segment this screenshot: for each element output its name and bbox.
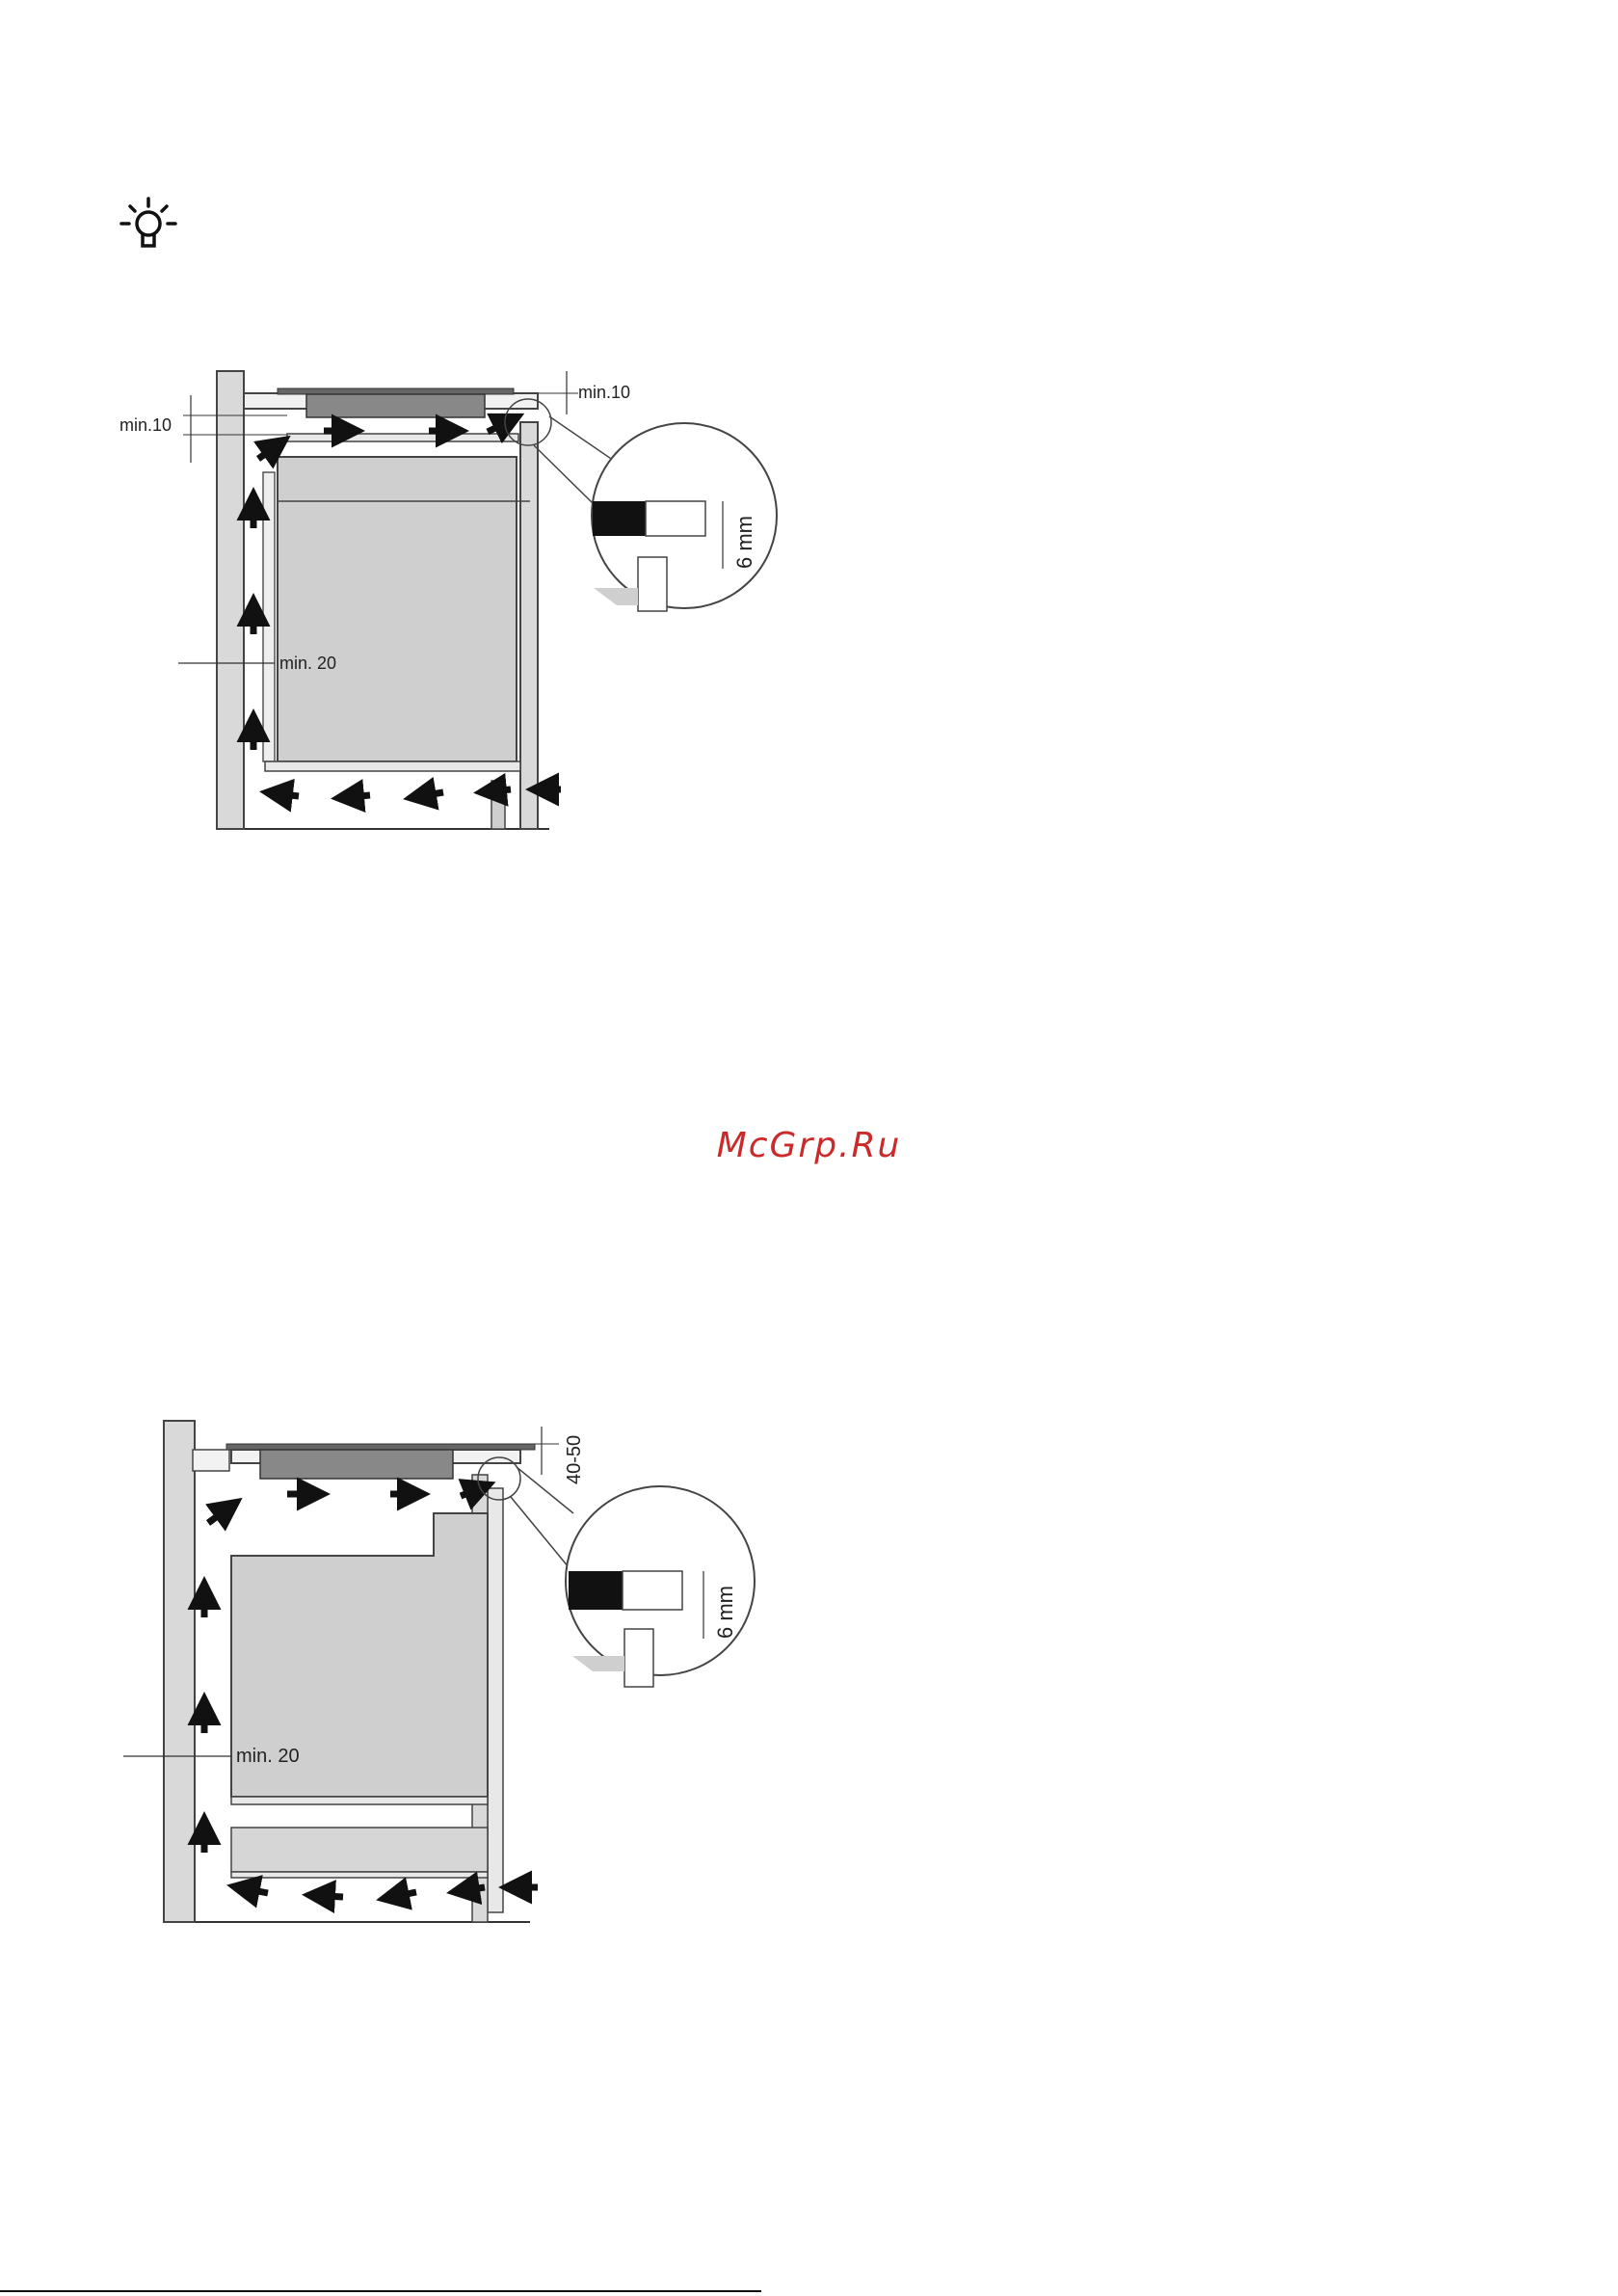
min10-right-label: min.10 xyxy=(578,383,630,402)
ventilation-diagram-drawer: 40-50 min. 20 6 mm xyxy=(106,1407,800,1947)
footer-rule xyxy=(0,2290,761,2292)
lightbulb-icon xyxy=(114,193,183,262)
min20-label-2: min. 20 xyxy=(236,1746,300,1767)
40-50-label: 40-50 xyxy=(564,1435,585,1484)
watermark: McGrp.Ru xyxy=(0,1126,1618,1165)
min20-label: min. 20 xyxy=(279,654,336,673)
min10-left-label: min.10 xyxy=(119,415,172,435)
6mm-label-1: 6 mm xyxy=(732,516,756,569)
ventilation-diagram-oven: min.10 min.10 min. 20 6 mm xyxy=(106,357,781,839)
6mm-label-2: 6 mm xyxy=(713,1586,737,1639)
